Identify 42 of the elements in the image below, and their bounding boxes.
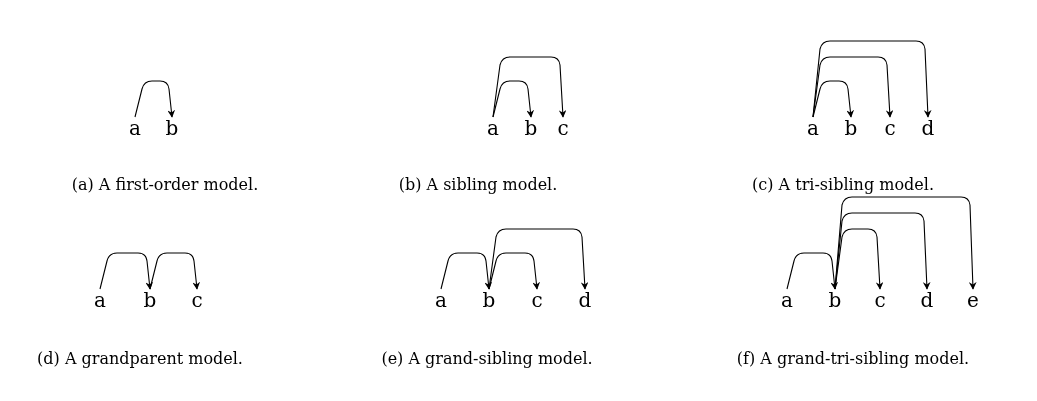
word-label: b — [165, 118, 179, 138]
dependency-arrow — [812, 40, 932, 118]
word-label: c — [874, 290, 886, 310]
dependency-arrow — [149, 252, 201, 290]
dependency-arrow — [834, 212, 931, 290]
dependency-arrow — [488, 228, 589, 290]
word-label: b — [844, 118, 858, 138]
word-label: c — [884, 118, 896, 138]
dependency-arrow — [492, 56, 567, 118]
word-label: a — [487, 118, 499, 138]
word-label: b — [143, 290, 157, 310]
subfigure-caption: (e) A grand-sibling model. — [381, 350, 593, 368]
subfigure-caption: (f) A grand-tri-sibling model. — [736, 350, 970, 368]
word-label: a — [94, 290, 106, 310]
dependency-arrow — [440, 252, 493, 290]
subfigure-caption: (a) A first-order model. — [71, 176, 259, 194]
subfigure-caption: (d) A grandparent model. — [37, 350, 243, 368]
word-label: d — [578, 290, 592, 310]
dependency-arrow — [786, 252, 839, 290]
word-label: c — [531, 290, 543, 310]
word-label: c — [191, 290, 203, 310]
dependency-arrow — [134, 80, 176, 118]
word-label: d — [921, 118, 935, 138]
dependency-arrow — [99, 252, 154, 290]
word-label: b — [524, 118, 538, 138]
dependency-arrow — [492, 80, 535, 118]
dependency-arrow — [834, 228, 884, 290]
subfigure-caption: (b) A sibling model. — [398, 176, 558, 194]
word-label: a — [781, 290, 793, 310]
dependency-arrow — [834, 196, 977, 290]
word-label: b — [482, 290, 496, 310]
word-label: d — [920, 290, 934, 310]
subfigure-caption: (c) A tri-sibling model. — [752, 176, 934, 194]
word-label: e — [967, 290, 979, 310]
word-label: b — [828, 290, 842, 310]
word-label: c — [557, 118, 569, 138]
dependency-arrow — [812, 56, 894, 118]
dependency-arrow — [488, 252, 541, 290]
word-label: a — [129, 118, 141, 138]
word-label: a — [807, 118, 819, 138]
dependency-arrow — [812, 80, 855, 118]
word-label: a — [435, 290, 447, 310]
